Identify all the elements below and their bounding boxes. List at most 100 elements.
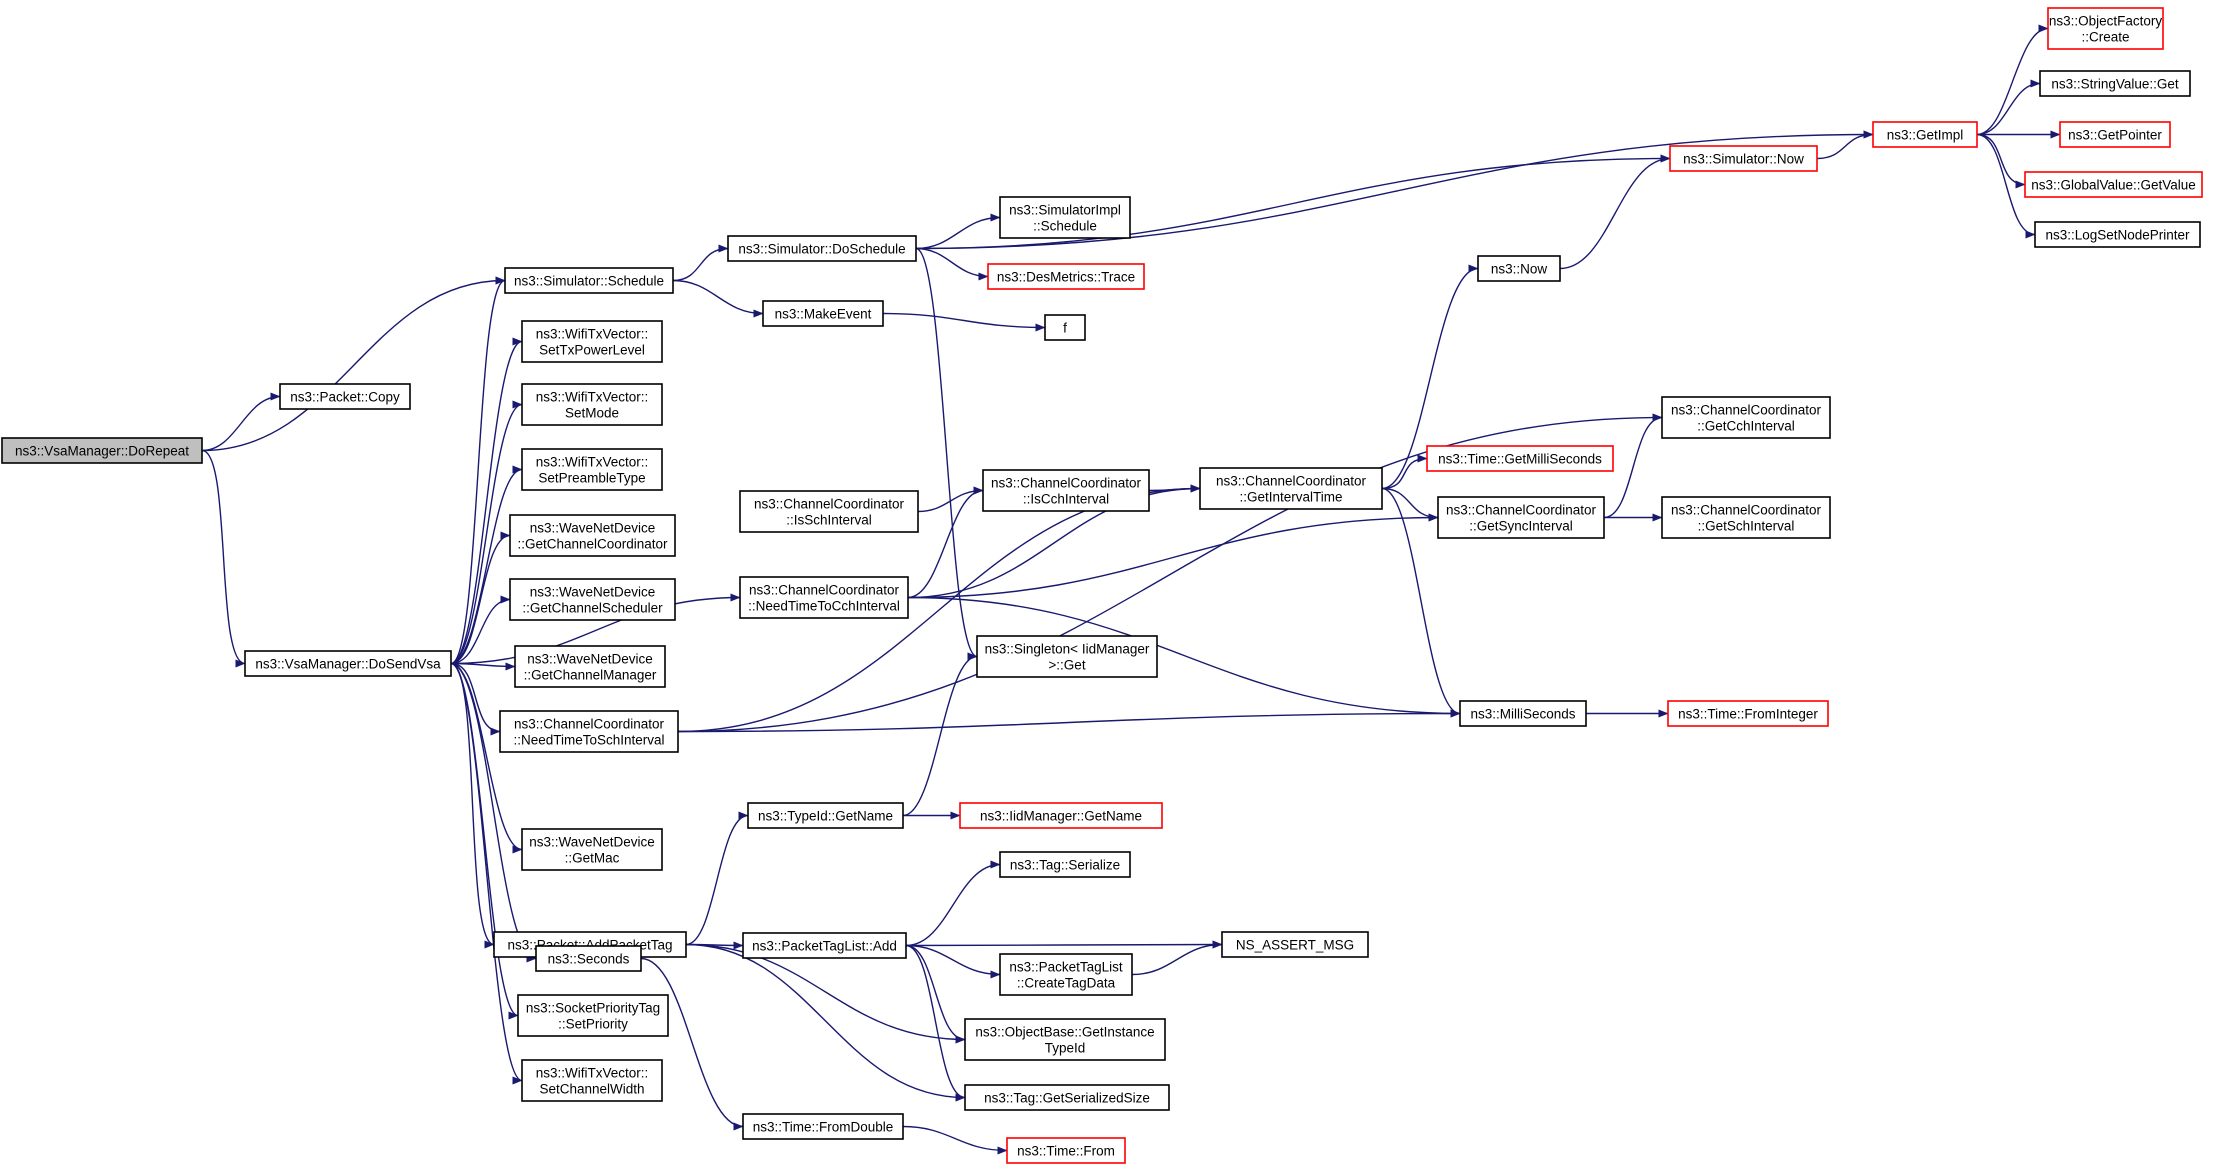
node-sim_now[interactable]: ns3::Simulator::Now <box>1669 145 1818 172</box>
node-iscchint[interactable]: ns3::ChannelCoordinator::IsCchInterval <box>982 469 1150 512</box>
node-label: ns3::Time::FromDouble <box>753 1120 894 1135</box>
node-box <box>517 994 669 1037</box>
node-label: f <box>1063 321 1067 336</box>
node-box <box>742 932 907 959</box>
edge-typeid_getname-to-singleton_get <box>902 652 978 817</box>
node-getschint[interactable]: ns3::ChannelCoordinator::GetSchInterval <box>1661 496 1831 539</box>
node-millis[interactable]: ns3::MilliSeconds <box>1459 700 1587 727</box>
node-label: ::GetMac <box>565 851 620 866</box>
node-setpriority[interactable]: ns3::SocketPriorityTag::SetPriority <box>517 994 669 1037</box>
node-makeevent[interactable]: ns3::MakeEvent <box>762 300 884 327</box>
node-box <box>2024 171 2203 198</box>
node-setchwidth[interactable]: ns3::WifiTxVector::SetChannelWidth <box>521 1059 663 1102</box>
node-time_from[interactable]: ns3::Time::From <box>1006 1137 1126 1164</box>
node-box <box>514 645 666 688</box>
node-label: ns3::WifiTxVector:: <box>536 390 649 405</box>
node-box <box>1459 700 1587 727</box>
node-getimpl[interactable]: ns3::GetImpl <box>1872 121 1978 148</box>
node-label: ns3::ChannelCoordinator <box>749 583 900 598</box>
node-typeid_getname[interactable]: ns3::TypeId::GetName <box>747 802 904 829</box>
node-getintervaltime[interactable]: ns3::ChannelCoordinator::GetIntervalTime <box>1199 467 1383 510</box>
node-needcchint[interactable]: ns3::ChannelCoordinator::NeedTimeToCchIn… <box>739 576 909 619</box>
node-iid_getname[interactable]: ns3::IidManager::GetName <box>959 802 1163 829</box>
node-getmac[interactable]: ns3::WaveNetDevice::GetMac <box>521 828 663 871</box>
edge-addpackettag-to-getserializedsize <box>685 943 966 1102</box>
node-label: ns3::VsaManager::DoRepeat <box>15 444 189 459</box>
node-frominteger[interactable]: ns3::Time::FromInteger <box>1667 700 1829 727</box>
node-sim_schedule[interactable]: ns3::Simulator::Schedule <box>504 267 674 294</box>
node-setmode[interactable]: ns3::WifiTxVector::SetMode <box>521 383 663 426</box>
node-label: ns3::SimulatorImpl <box>1009 203 1121 218</box>
edge-doschedule-to-singleton_get <box>915 247 978 661</box>
node-seconds[interactable]: ns3::Seconds <box>535 945 642 972</box>
node-label: SetTxPowerLevel <box>539 343 645 358</box>
node-logsetnodeprinter[interactable]: ns3::LogSetNodePrinter <box>2034 221 2201 248</box>
node-label: ::CreateTagData <box>1017 976 1116 991</box>
edge-ptl_add-to-getinstancetypeid <box>905 944 966 1044</box>
edge-ptl_add-to-assert_msg <box>905 940 1223 949</box>
node-singleton_get[interactable]: ns3::Singleton< IidManager >::Get <box>976 635 1158 678</box>
node-label: ::GetChannelManager <box>524 668 657 683</box>
node-desmetrics[interactable]: ns3::DesMetrics::Trace <box>987 263 1145 290</box>
edge-addpackettag-to-getinstancetypeid <box>685 943 966 1044</box>
node-simimpl_schedule[interactable]: ns3::SimulatorImpl::Schedule <box>999 196 1131 239</box>
node-getcchint[interactable]: ns3::ChannelCoordinator::GetCchInterval <box>1661 396 1831 439</box>
node-box <box>747 802 904 829</box>
node-getpointer[interactable]: ns3::GetPointer <box>2059 121 2171 148</box>
node-stringvalue_get[interactable]: ns3::StringValue::Get <box>2039 70 2191 97</box>
edge-sim_schedule-to-makeevent <box>672 279 764 318</box>
node-needschint[interactable]: ns3::ChannelCoordinator::NeedTimeToSchIn… <box>499 710 679 753</box>
node-box <box>499 710 679 753</box>
node-assert_msg[interactable]: NS_ASSERT_MSG <box>1221 931 1369 958</box>
node-label: ::GetSyncInterval <box>1469 519 1573 534</box>
node-getsyncint[interactable]: ns3::ChannelCoordinator::GetSyncInterval <box>1437 496 1605 539</box>
node-label: ns3::ObjectBase::GetInstance <box>975 1025 1154 1040</box>
node-label: ::GetIntervalTime <box>1239 490 1342 505</box>
node-isschint[interactable]: ns3::ChannelCoordinator::IsSchInterval <box>739 490 919 533</box>
node-f[interactable]: f <box>1044 314 1086 341</box>
node-getserializedsize[interactable]: ns3::Tag::GetSerializedSize <box>964 1084 1170 1111</box>
node-doschedule[interactable]: ns3::Simulator::DoSchedule <box>727 235 917 262</box>
node-box <box>1437 496 1605 539</box>
node-box <box>1199 467 1383 510</box>
node-label: ns3::Simulator::DoSchedule <box>738 242 905 257</box>
edge-getimpl-to-objfactory_create <box>1976 24 2049 136</box>
node-label: >::Get <box>1048 658 1085 673</box>
node-ptl_add[interactable]: ns3::PacketTagList::Add <box>742 932 907 959</box>
node-getchcoord[interactable]: ns3::WaveNetDevice::GetChannelCoordinato… <box>509 514 676 557</box>
node-label: ns3::GlobalValue::GetValue <box>2031 178 2196 193</box>
node-label: ::Create <box>2081 30 2129 45</box>
node-box <box>509 578 676 621</box>
node-label: ns3::WaveNetDevice <box>527 652 653 667</box>
node-objfactory_create[interactable]: ns3::ObjectFactory::Create <box>2047 7 2164 50</box>
node-label: ::IsSchInterval <box>786 513 872 528</box>
node-label: ns3::WifiTxVector:: <box>536 1066 649 1081</box>
node-tag_serialize[interactable]: ns3::Tag::Serialize <box>999 851 1131 878</box>
node-getchsched[interactable]: ns3::WaveNetDevice::GetChannelScheduler <box>509 578 676 621</box>
node-copy[interactable]: ns3::Packet::Copy <box>279 383 411 410</box>
node-label: ::GetChannelCoordinator <box>517 537 668 552</box>
node-settxpower[interactable]: ns3::WifiTxVector::SetTxPowerLevel <box>521 320 663 363</box>
edge-dosendvsa-to-getchcoord <box>450 531 511 665</box>
node-label: ns3::PacketTagList::Add <box>752 939 897 954</box>
edge-ptl_add-to-tag_serialize <box>905 860 1001 947</box>
node-box <box>999 851 1131 878</box>
node-fromdouble[interactable]: ns3::Time::FromDouble <box>742 1113 904 1140</box>
node-createtagdata[interactable]: ns3::PacketTagList::CreateTagData <box>999 953 1133 996</box>
edge-fromdouble-to-time_from <box>902 1125 1008 1155</box>
edge-dorepeat-to-dosendvsa <box>201 449 246 668</box>
node-dosendvsa[interactable]: ns3::VsaManager::DoSendVsa <box>244 650 452 677</box>
node-label: ::Schedule <box>1033 219 1097 234</box>
node-label: ns3::MakeEvent <box>775 307 872 322</box>
node-setpreamble[interactable]: ns3::WifiTxVector::SetPreambleType <box>521 448 663 491</box>
node-now[interactable]: ns3::Now <box>1477 255 1561 282</box>
node-globalvalue_getvalue[interactable]: ns3::GlobalValue::GetValue <box>2024 171 2203 198</box>
edge-needcchint-to-millis <box>907 596 1461 718</box>
node-getmillis[interactable]: ns3::Time::GetMilliSeconds <box>1426 445 1614 472</box>
node-getchmgr[interactable]: ns3::WaveNetDevice::GetChannelManager <box>514 645 666 688</box>
node-label: ns3::GetImpl <box>1887 128 1964 143</box>
node-dorepeat[interactable]: ns3::VsaManager::DoRepeat <box>1 437 203 464</box>
node-box <box>1221 931 1369 958</box>
edge-makeevent-to-f <box>882 312 1046 332</box>
